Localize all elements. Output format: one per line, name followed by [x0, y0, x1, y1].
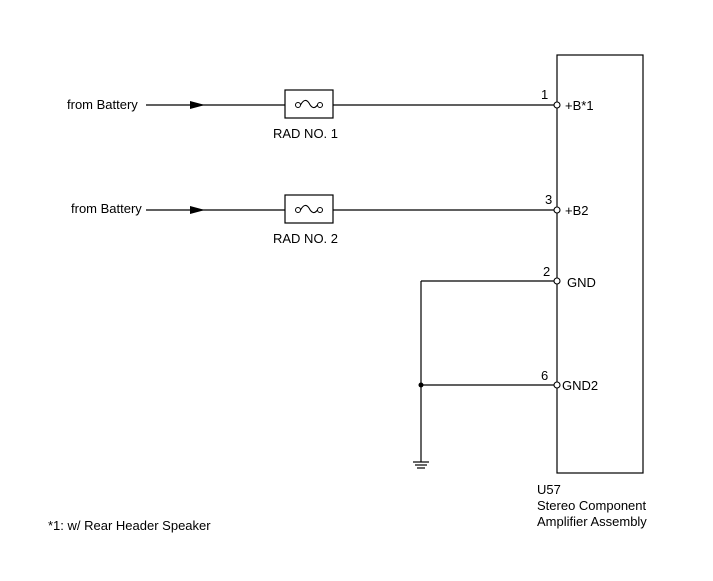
pin-name-1: +B*1 — [565, 98, 594, 113]
component-name-line2: Amplifier Assembly — [537, 514, 647, 529]
pin-name-2: GND — [567, 275, 596, 290]
pin-name-3: +B2 — [565, 203, 589, 218]
pin-terminal-3 — [553, 206, 561, 214]
pin-number-1: 1 — [541, 87, 548, 102]
pin-6: 6 GND2 — [541, 368, 598, 393]
junction-dot — [418, 382, 424, 388]
circuit-1: from Battery RAD NO. 1 — [67, 89, 554, 141]
circuit-2: from Battery RAD NO. 2 — [71, 194, 554, 246]
pin-number-3: 3 — [545, 192, 552, 207]
pin-2: 2 GND — [543, 264, 596, 290]
pin-terminal-1 — [553, 101, 561, 109]
component-id: U57 — [537, 482, 561, 497]
ground-circuit — [413, 280, 554, 469]
component-name-line1: Stereo Component — [537, 498, 647, 513]
pin-terminal-6 — [553, 381, 561, 389]
fuse-1 — [284, 89, 334, 119]
fuse-label-2: RAD NO. 2 — [273, 231, 338, 246]
component-box — [556, 54, 644, 474]
footnote: *1: w/ Rear Header Speaker — [48, 518, 211, 533]
pin-number-6: 6 — [541, 368, 548, 383]
pin-1: 1 +B*1 — [541, 87, 594, 113]
ground-symbol-icon — [413, 461, 429, 469]
source-label-1: from Battery — [67, 97, 138, 112]
arrow-1 — [190, 101, 205, 109]
fuse-label-1: RAD NO. 1 — [273, 126, 338, 141]
source-label-2: from Battery — [71, 201, 142, 216]
pin-name-6: GND2 — [562, 378, 598, 393]
pin-3: 3 +B2 — [545, 192, 589, 218]
arrow-2 — [190, 206, 205, 214]
fuse-2 — [284, 194, 334, 224]
pin-number-2: 2 — [543, 264, 550, 279]
pin-terminal-2 — [553, 277, 561, 285]
